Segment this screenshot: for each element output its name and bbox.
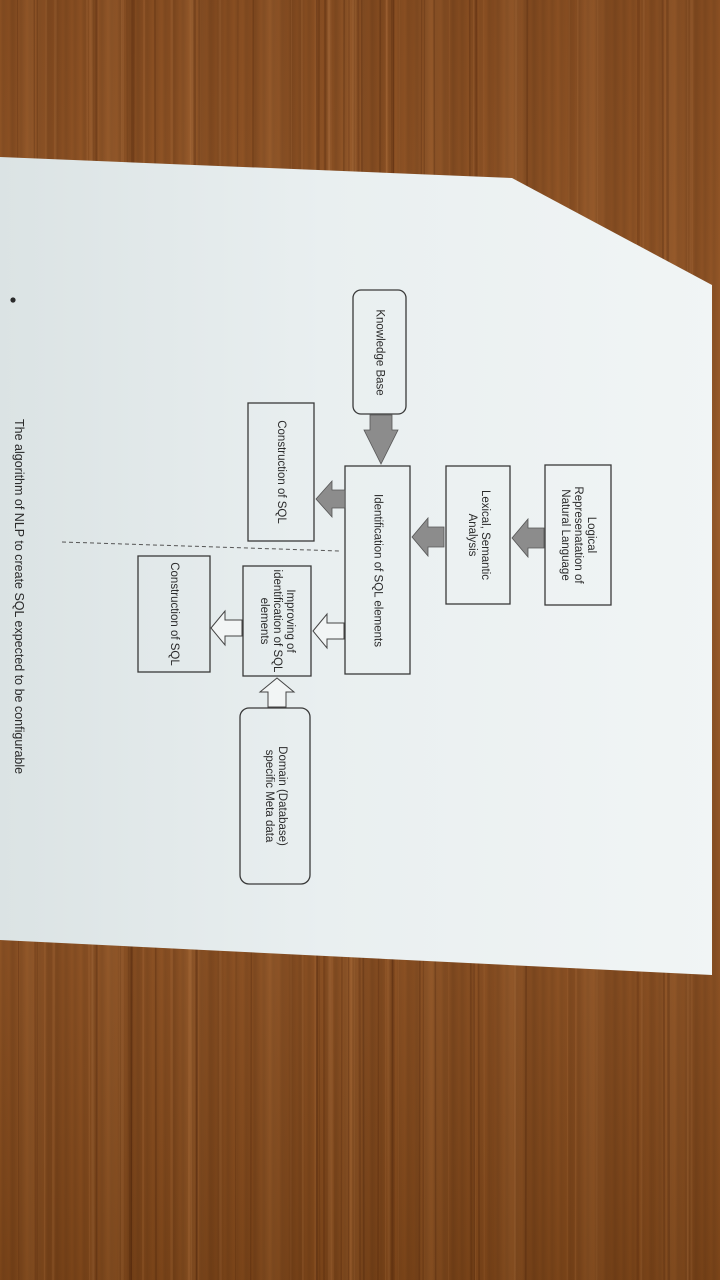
box-improving: [242, 565, 312, 677]
box-domain: [239, 707, 311, 885]
label-knowledge-base: Knowledge Base: [373, 309, 386, 396]
arrow-logical-to-lexical: [511, 517, 545, 559]
box-logical: [544, 464, 612, 606]
label-lexical: Lexical, Semantic Analysis: [466, 489, 491, 581]
box-identification: [344, 465, 411, 675]
dashed-separator: [61, 541, 341, 552]
arrow-knowledge-to-identification: [363, 414, 399, 465]
label-construction-lower: Construction of SQL: [168, 562, 181, 666]
arrow-improving-to-construction: [210, 609, 243, 647]
label-construction-upper: Construction of SQL: [275, 420, 288, 524]
bullet-dot: [10, 297, 16, 303]
label-domain: Domain (Database) specific Meta data: [263, 746, 288, 846]
box-construction-upper: [247, 402, 315, 542]
arrow-domain-to-improving: [258, 677, 296, 708]
box-lexical: [445, 465, 511, 605]
label-identification: Identification of SQL elements: [371, 494, 384, 647]
label-improving: Improving of identification of SQL eleme…: [258, 569, 297, 673]
arrow-identification-to-improving: [312, 612, 345, 650]
arrow-lexical-to-identification: [411, 516, 445, 558]
arrow-identification-to-construction: [315, 479, 346, 519]
box-knowledge-base: [352, 289, 407, 415]
bullet-text: The algorithm of NLP to create SQL expec…: [12, 419, 26, 775]
box-construction-lower: [137, 555, 211, 673]
label-logical: Logical Represenatation of Natural Langu…: [559, 486, 598, 584]
